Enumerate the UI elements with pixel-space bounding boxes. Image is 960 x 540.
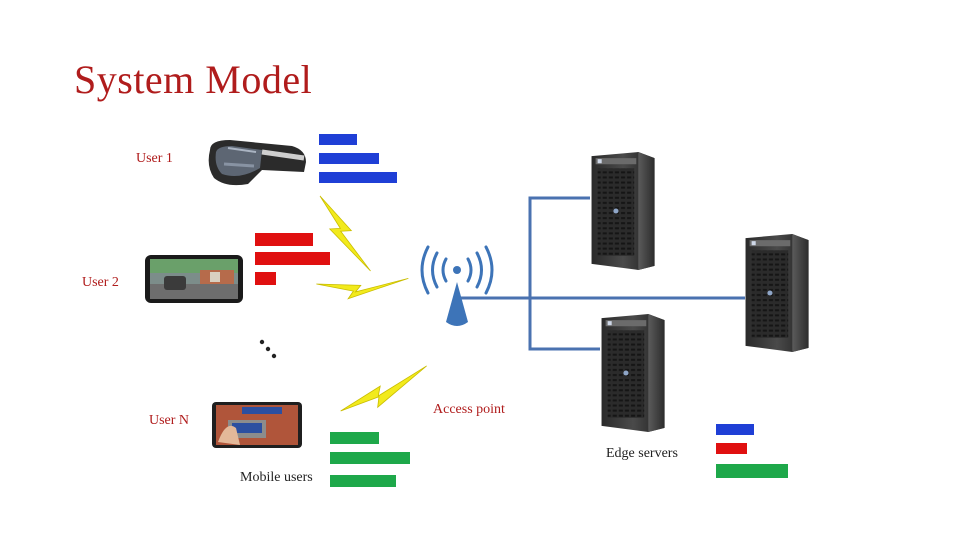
vr-headset-icon: [208, 140, 306, 186]
server-icon: [601, 314, 665, 432]
user1-task-bars: [319, 134, 397, 183]
more-users-dots: [259, 339, 277, 359]
user1-label: User 1: [136, 151, 173, 166]
server-icon: [591, 152, 655, 270]
tablet-icon: [212, 402, 302, 448]
lightning-icon: [316, 277, 409, 300]
access-point-icon: [420, 245, 494, 326]
userN-label: User N: [149, 413, 190, 428]
link-ap-server1: [528, 196, 590, 298]
network-links: [456, 196, 745, 351]
lightning-icon: [319, 195, 371, 272]
smartphone-icon: [145, 255, 243, 303]
userN-task-bars: [330, 432, 410, 487]
mobile-users-label: Mobile users: [240, 470, 313, 485]
page-title: System Model: [74, 57, 313, 102]
link-ap-server3: [528, 298, 600, 351]
user2-task-bars: [255, 233, 330, 285]
access-point-label: Access point: [433, 402, 505, 417]
server-queue-bars: [716, 424, 788, 478]
edge-servers-label: Edge servers: [606, 446, 678, 461]
server-icon: [745, 234, 809, 352]
user2-label: User 2: [82, 275, 119, 290]
lightning-icon: [340, 365, 427, 412]
